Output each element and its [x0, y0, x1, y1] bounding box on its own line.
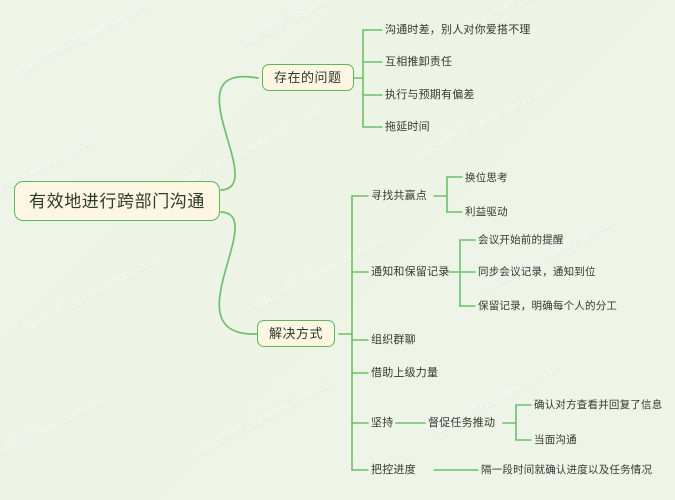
leaf-label: 确认对方查看并回复了信息	[534, 398, 663, 411]
leaf-push-1[interactable]: 确认对方查看并回复了信息	[534, 398, 662, 412]
root-node-label: 有效地进行跨部门沟通	[29, 191, 205, 211]
watermark-text: 知犀思维导图 www.zhixi.com	[0, 391, 111, 474]
leaf-label: 沟通时差，别人对你爱搭不理	[385, 23, 531, 36]
watermark-text: 知犀思维导图 www.zhixi.com	[481, 213, 621, 296]
leaf-label: 通知和保留记录	[371, 265, 450, 278]
watermark-text: 知犀思维导图 www.zhixi.com	[241, 0, 381, 50]
branch-node-problems[interactable]: 存在的问题	[262, 64, 354, 91]
leaf-label: 借助上级力量	[371, 366, 439, 379]
edge-root-to-problems	[218, 75, 259, 191]
leaf-label: 同步会议记录，通知到位	[478, 265, 596, 278]
leaf-problem-1[interactable]: 沟通时差，别人对你爱搭不理	[385, 23, 531, 37]
leaf-label: 当面沟通	[534, 433, 577, 446]
leaf-label: 换位思考	[465, 171, 508, 184]
leaf-winwin-2[interactable]: 利益驱动	[465, 205, 508, 219]
leaf-problem-4[interactable]: 拖延时间	[385, 120, 430, 134]
leaf-label: 坚持	[371, 416, 394, 429]
leaf-solution-superior[interactable]: 借助上级力量	[371, 366, 438, 380]
watermark-text: 知犀思维导图 www.zhixi.com	[19, 0, 159, 76]
watermark-text: 知犀思维导图 www.zhixi.com	[21, 253, 161, 336]
leaf-push-2[interactable]: 当面沟通	[534, 433, 577, 447]
branch-label: 存在的问题	[274, 70, 342, 85]
leaf-label: 拖延时间	[385, 120, 430, 133]
leaf-label: 保留记录，明确每个人的分工	[478, 299, 618, 312]
edge-root-to-solutions	[218, 211, 259, 335]
leaf-solution-persist[interactable]: 坚持	[371, 416, 393, 430]
watermark-text: 知犀思维导图 www.zhixi.com	[251, 231, 391, 314]
branch-label: 解决方式	[269, 326, 324, 341]
leaf-label: 组织群聊	[371, 333, 416, 346]
watermark-text: 知犀思维导图 www.zhixi.com	[181, 107, 321, 190]
leaf-persist-push[interactable]: 督促任务推动	[428, 416, 495, 430]
leaf-label: 寻找共赢点	[371, 189, 427, 202]
leaf-records-2[interactable]: 同步会议记录，通知到位	[478, 265, 596, 279]
leaf-solution-winwin[interactable]: 寻找共赢点	[371, 189, 427, 203]
leaf-winwin-1[interactable]: 换位思考	[465, 171, 508, 185]
leaf-solution-groupchat[interactable]: 组织群聊	[371, 333, 416, 347]
leaf-problem-3[interactable]: 执行与预期有偏差	[385, 88, 475, 102]
leaf-label: 执行与预期有偏差	[385, 88, 475, 101]
leaf-label: 利益驱动	[465, 205, 508, 218]
leaf-solution-records[interactable]: 通知和保留记录	[371, 265, 449, 279]
leaf-label: 督促任务推动	[428, 416, 496, 429]
leaf-solution-progress[interactable]: 把控进度	[371, 463, 416, 477]
branch-node-solutions[interactable]: 解决方式	[257, 320, 336, 347]
leaf-label: 会议开始前的提醒	[478, 233, 564, 246]
leaf-label: 互相推卸责任	[385, 55, 453, 68]
leaf-records-3[interactable]: 保留记录，明确每个人的分工	[478, 299, 617, 313]
leaf-problem-2[interactable]: 互相推卸责任	[385, 55, 452, 69]
leaf-label: 把控进度	[371, 463, 416, 476]
leaf-label: 隔一段时间就确认进度以及任务情况	[481, 463, 653, 476]
leaf-records-1[interactable]: 会议开始前的提醒	[478, 233, 564, 247]
watermark-text: 知犀思维导图 www.zhixi.com	[197, 375, 337, 458]
leaf-progress-1[interactable]: 隔一段时间就确认进度以及任务情况	[481, 463, 652, 477]
root-node[interactable]: 有效地进行跨部门沟通	[14, 181, 220, 221]
